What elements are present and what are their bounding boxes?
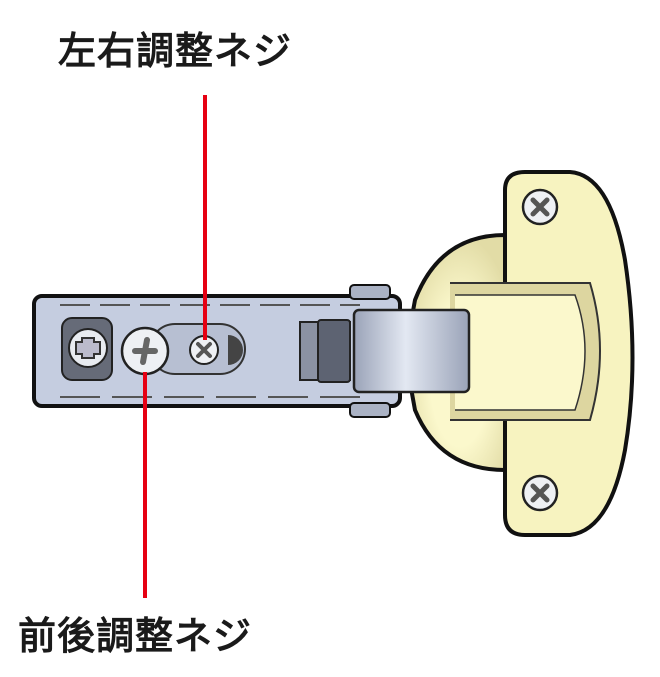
- depth-adjust-screw-label: 前後調整ネジ: [18, 614, 253, 658]
- plate-screw-bottom-icon: [521, 474, 559, 512]
- side-adjust-screw-label: 左右調整ネジ: [58, 29, 293, 73]
- plate-screw-top-icon: [521, 188, 559, 226]
- side-adjust-screw-icon: [189, 335, 219, 365]
- hinge-knuckle: [352, 308, 471, 394]
- cup-recess: [455, 294, 586, 411]
- mounting-screw-icon: [61, 317, 113, 381]
- depth-adjust-screw-icon: [120, 326, 170, 376]
